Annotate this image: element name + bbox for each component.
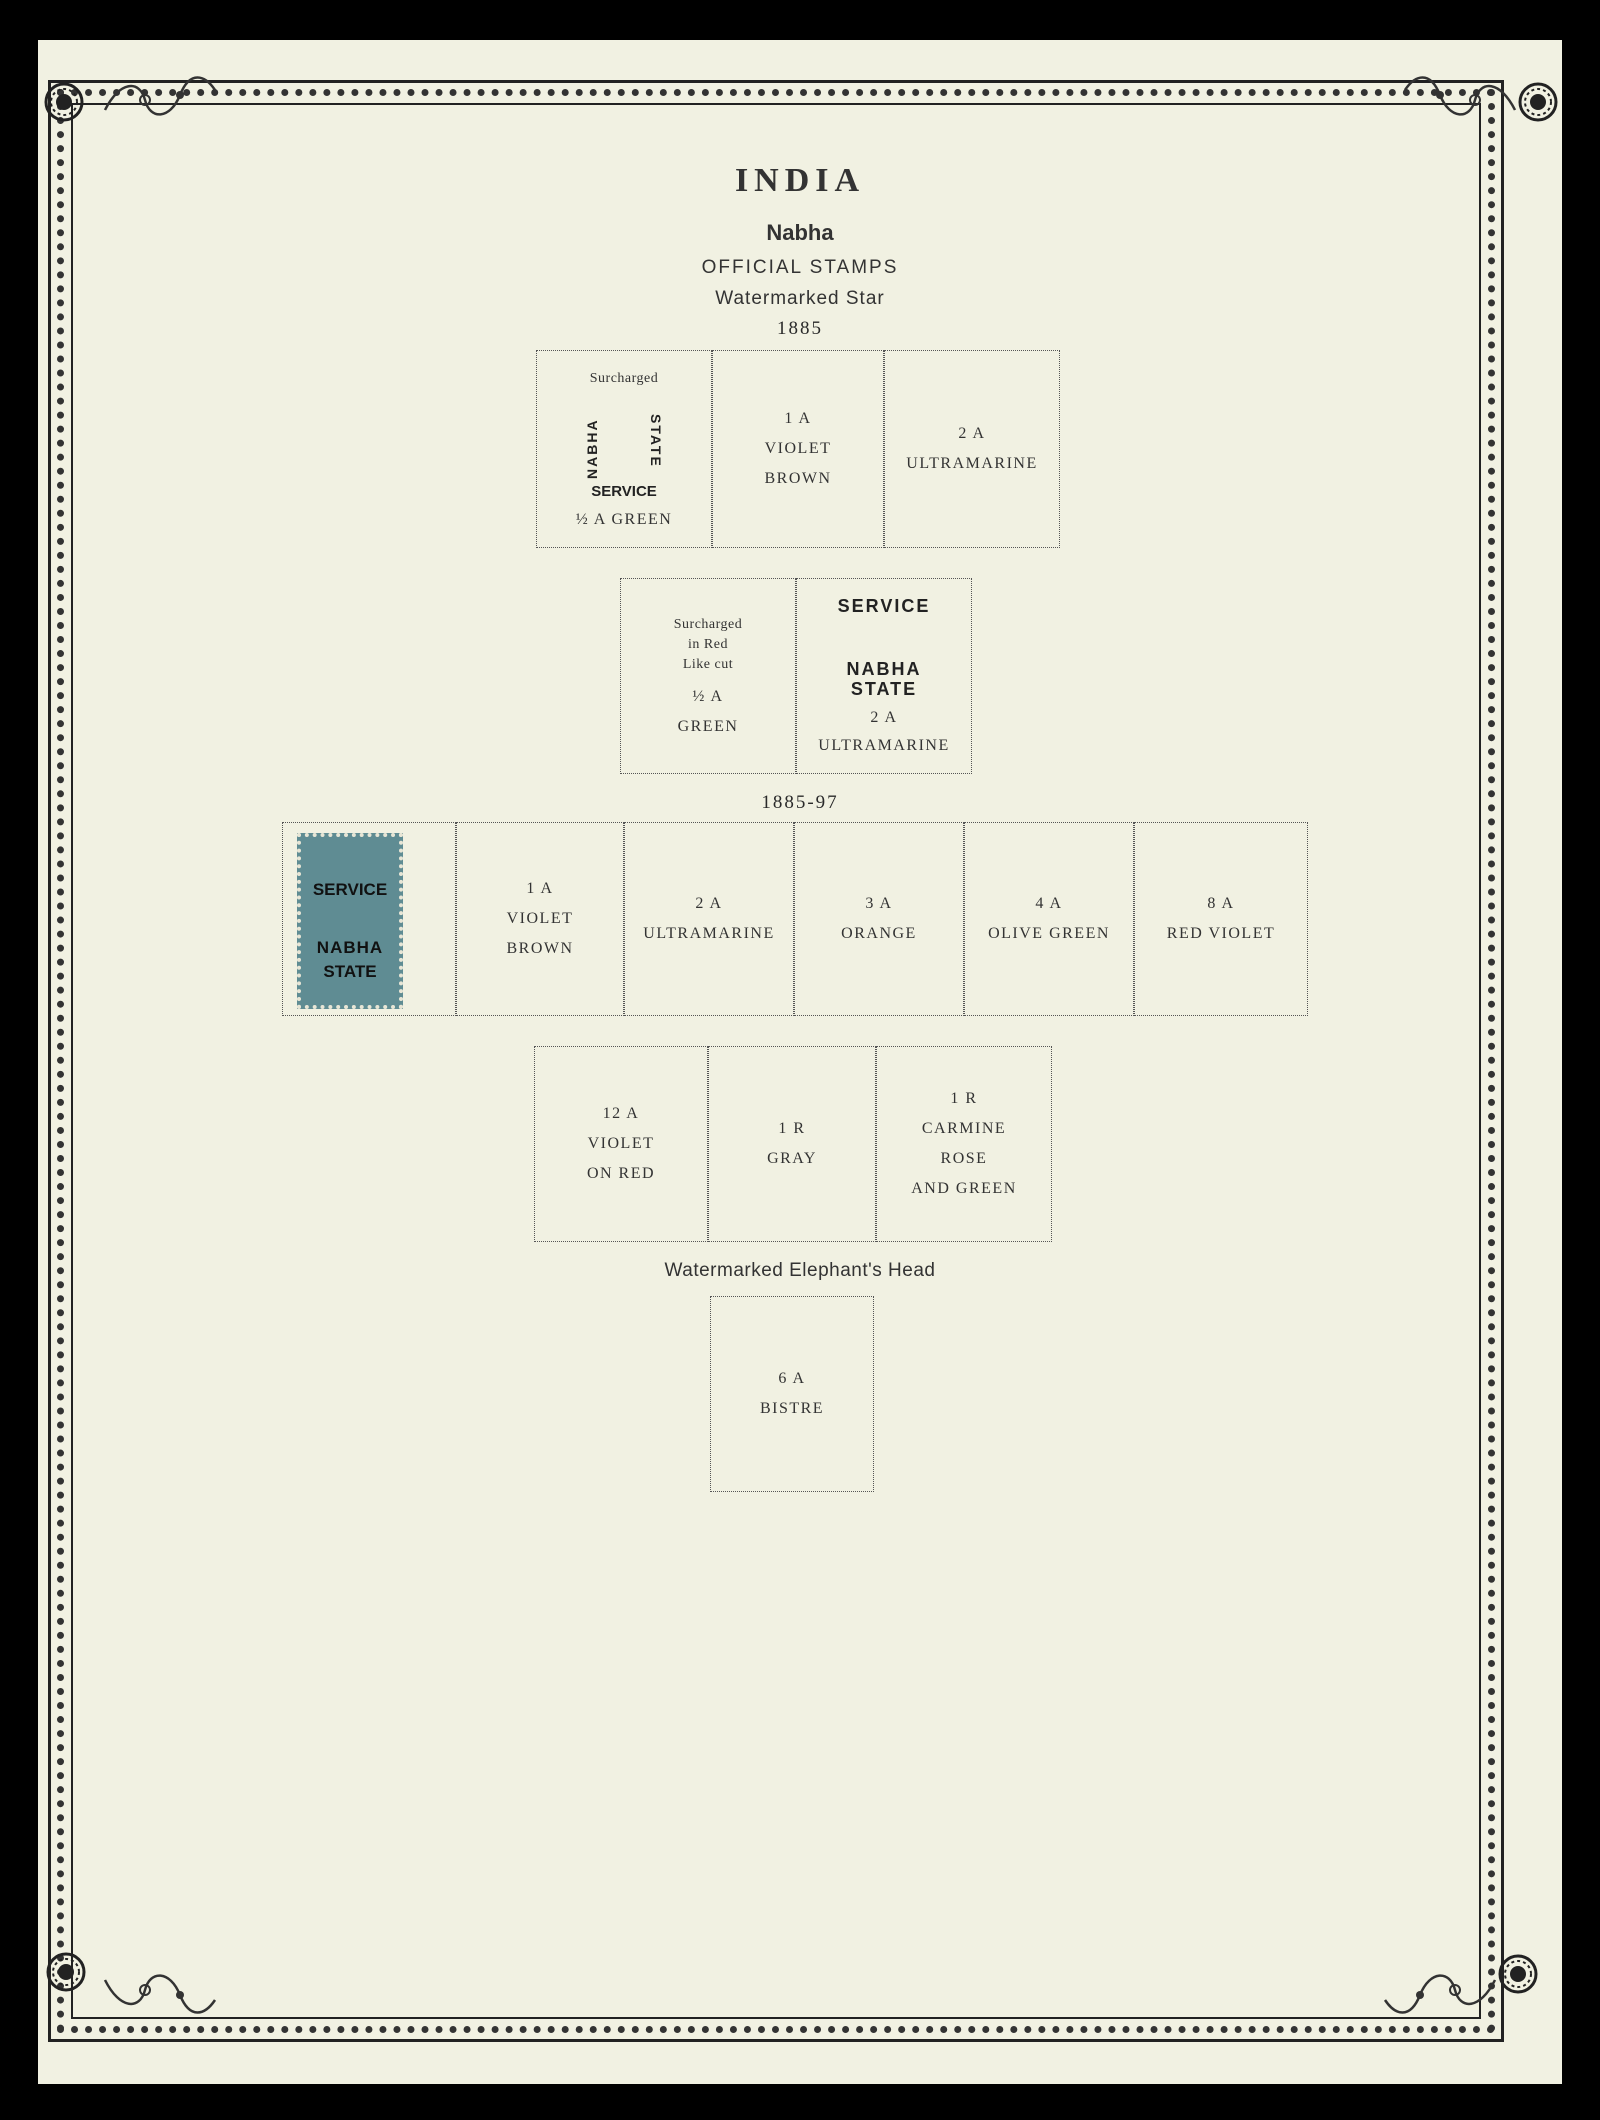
stamp-value: 1 A <box>526 880 554 897</box>
stamp-value: 12 A <box>602 1105 640 1122</box>
stamp-color: BISTRE <box>759 1400 825 1417</box>
stamp-space[interactable]: 1 A VIOLET BROWN <box>456 822 624 1016</box>
stamp-color: RED VIOLET <box>1166 925 1276 942</box>
overprint-nabha: NABHA <box>316 938 384 957</box>
stamp-space[interactable]: 1 R CARMINE ROSE AND GREEN <box>876 1046 1052 1242</box>
rosette-icon <box>44 82 84 122</box>
scroll-ornament-icon <box>1383 1974 1497 2014</box>
stamp-space[interactable]: 1 A VIOLET BROWN <box>712 350 884 548</box>
stamp-space[interactable]: 2 A ULTRAMARINE <box>884 350 1060 548</box>
stamp-value: 1 R <box>950 1090 978 1107</box>
overprint-arc-right: STATE <box>648 414 664 468</box>
stamp-color: OLIVE GREEN <box>988 925 1110 942</box>
stamp-color: ON RED <box>586 1165 656 1182</box>
stamp-color: VIOLET <box>506 910 574 927</box>
surcharge-note: in Red <box>688 637 728 652</box>
stamp-value: 4 A <box>1035 895 1063 912</box>
stamp-space[interactable]: 6 A BISTRE <box>710 1296 874 1492</box>
overprint-service: SERVICE <box>312 880 388 899</box>
mounted-stamp[interactable]: SERVICE NABHA STATE <box>297 833 403 1009</box>
stamp-value: 2 A <box>695 895 723 912</box>
stamp-value: 6 A <box>778 1370 806 1387</box>
inner-frame <box>71 103 1481 2019</box>
stamp-value: 1 A <box>784 410 812 427</box>
stamp-color: ORANGE <box>841 925 917 942</box>
surcharge-note: Surcharged <box>673 617 743 632</box>
stamp-space[interactable]: 1 R GRAY <box>708 1046 876 1242</box>
stamp-color: VIOLET <box>764 440 832 457</box>
overprint-service: SERVICE <box>837 596 931 616</box>
state-heading: Nabha <box>766 220 834 245</box>
year-heading: 1885 <box>777 318 823 339</box>
surcharge-note: Like cut <box>682 657 734 672</box>
rosette-icon <box>46 1952 86 1992</box>
stamp-space[interactable]: 2 A ULTRAMARINE <box>624 822 794 1016</box>
overprint-state: STATE <box>323 962 377 981</box>
stamp-color: CARMINE <box>921 1120 1007 1137</box>
stamp-caption: ½ A GREEN <box>575 511 673 528</box>
stamp-color: GRAY <box>767 1150 817 1167</box>
stamp-space[interactable]: SERVICE NABHA STATE <box>282 822 456 1016</box>
stamp-color: VIOLET <box>587 1135 655 1152</box>
page-title: INDIA <box>734 162 866 199</box>
rosette-icon <box>1498 1954 1538 1994</box>
scroll-ornament-icon <box>1403 76 1517 116</box>
watermark-heading: Watermarked Elephant's Head <box>664 1260 936 1281</box>
stamp-color: BROWN <box>764 470 832 487</box>
zigzag-border <box>57 89 1495 2033</box>
stamp-color: AND GREEN <box>911 1180 1017 1197</box>
overprint-service: SERVICE <box>591 483 657 500</box>
watermark-heading: Watermarked Star <box>715 288 885 309</box>
stamp-space[interactable]: Surcharged in Red Like cut ½ A GREEN <box>620 578 796 774</box>
stamp-value: 3 A <box>865 895 893 912</box>
stamp-value: ½ A <box>692 688 724 705</box>
stamp-value: 2 A <box>870 709 898 726</box>
stamp-value: 8 A <box>1207 895 1235 912</box>
rosette-icon <box>1518 82 1558 122</box>
stamp-value: 1 R <box>778 1120 806 1137</box>
stamp-space[interactable]: 8 A RED VIOLET <box>1134 822 1308 1016</box>
stamp-space[interactable]: Surcharged NABHA STATE SERVICE ½ A GREEN <box>536 350 712 548</box>
stamp-color: BROWN <box>506 940 574 957</box>
stamp-color: GREEN <box>677 718 739 735</box>
overprint-state: STATE <box>850 679 918 699</box>
surcharge-note: Surcharged <box>589 371 659 386</box>
scroll-ornament-icon <box>103 1974 217 2014</box>
year-heading: 1885-97 <box>761 792 839 813</box>
stamp-color: ROSE <box>940 1150 988 1167</box>
stamp-space[interactable]: SERVICE NABHA STATE 2 A ULTRAMARINE <box>796 578 972 774</box>
stamp-color: ULTRAMARINE <box>906 455 1038 472</box>
stamp-space[interactable]: 4 A OLIVE GREEN <box>964 822 1134 1016</box>
stamp-color: ULTRAMARINE <box>643 925 775 942</box>
scroll-ornament-icon <box>103 76 217 116</box>
section-heading: OFFICIAL STAMPS <box>701 257 899 278</box>
page-border <box>48 80 1504 2042</box>
stamp-value: 2 A <box>958 425 986 442</box>
overprint-nabha: NABHA <box>846 659 922 679</box>
stamp-color: ULTRAMARINE <box>818 737 950 754</box>
stamp-space[interactable]: 12 A VIOLET ON RED <box>534 1046 708 1242</box>
stamp-space[interactable]: 3 A ORANGE <box>794 822 964 1016</box>
